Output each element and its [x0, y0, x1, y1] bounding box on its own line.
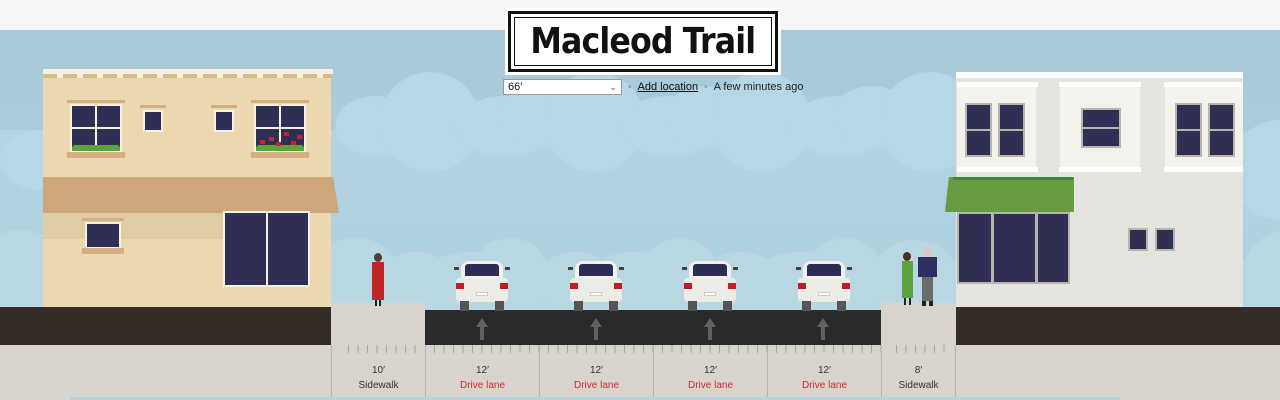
car: [454, 261, 510, 311]
ledge: [1059, 82, 1141, 87]
left-awning: [43, 177, 339, 213]
segment-label[interactable]: Drive lane: [459, 380, 506, 391]
left-building-dentil: [43, 74, 332, 78]
flower: [269, 137, 274, 141]
ledge: [957, 167, 1038, 172]
segment-sidewalk-left[interactable]: 10′ Sidewalk: [331, 345, 425, 400]
street-name-sign[interactable]: Macleod Trail: [508, 11, 778, 72]
straight-arrow-icon: [817, 318, 829, 340]
window: [965, 103, 992, 157]
segment-label[interactable]: Drive lane: [573, 380, 620, 391]
segment-label[interactable]: Sidewalk: [358, 380, 399, 391]
segment-drive-lane-2[interactable]: 12′ Drive lane: [539, 345, 653, 400]
window: [85, 222, 121, 249]
chevron-down-icon: ⌄: [609, 82, 617, 92]
window-sill: [82, 248, 124, 254]
window: [1175, 103, 1202, 157]
segment-info-bar: [0, 345, 1280, 400]
flower: [291, 141, 296, 145]
segment-drive-lane-3[interactable]: 12′ Drive lane: [653, 345, 767, 400]
segment-label[interactable]: Drive lane: [801, 380, 848, 391]
window: [1155, 228, 1175, 251]
left-lot-ground: [0, 307, 331, 345]
segment-width[interactable]: 12′: [590, 365, 603, 376]
pedestrian: [369, 253, 387, 307]
awning-shadow: [43, 213, 223, 239]
cloud: [870, 240, 960, 315]
ledge: [1059, 167, 1141, 172]
flower: [284, 132, 289, 136]
segment-width[interactable]: 12′: [476, 365, 489, 376]
window: [1081, 108, 1121, 148]
window: [70, 104, 122, 152]
flower: [297, 135, 302, 139]
storefront-window: [223, 211, 310, 287]
right-lot-ground: [956, 307, 1280, 345]
right-awning: [945, 177, 1074, 212]
segment-width[interactable]: 10′: [372, 365, 385, 376]
right-building-cornice: [956, 72, 1243, 78]
window-box: [251, 152, 309, 158]
pedestrian: [916, 248, 938, 307]
segment-width[interactable]: 12′: [818, 365, 831, 376]
roadway: [425, 310, 881, 345]
window: [998, 103, 1025, 157]
add-location-link[interactable]: Add location: [637, 81, 699, 93]
ledge: [1164, 167, 1243, 172]
window-lintel: [82, 218, 124, 221]
segment-drive-lane-4[interactable]: 12′ Drive lane: [767, 345, 881, 400]
window-plants: [72, 145, 120, 151]
separator-dot: •: [628, 81, 632, 93]
pedestrian: [900, 252, 915, 307]
window-lintel: [251, 100, 309, 103]
window: [214, 110, 234, 132]
separator-dot: •: [704, 81, 708, 93]
window-lintel: [140, 105, 166, 108]
sidewalk-right[interactable]: [881, 303, 956, 345]
window: [1128, 228, 1148, 251]
segment-width[interactable]: 12′: [704, 365, 717, 376]
car: [682, 261, 738, 311]
window-lintel: [211, 105, 237, 108]
window: [143, 110, 163, 132]
last-saved-time: A few minutes ago: [713, 81, 804, 93]
window-lintel: [67, 100, 125, 103]
straight-arrow-icon: [476, 318, 488, 340]
window-box: [67, 152, 125, 158]
car: [796, 261, 852, 311]
segment-drive-lane-1[interactable]: 12′ Drive lane: [425, 345, 539, 400]
street-width-value: 66′: [508, 81, 523, 93]
ledge: [957, 82, 1038, 87]
palette-strip: [70, 397, 1120, 400]
flower: [276, 142, 281, 146]
segment-sidewalk-right[interactable]: 8′ Sidewalk: [881, 345, 956, 400]
street-name[interactable]: Macleod Trail: [530, 21, 757, 62]
window-plants: [256, 145, 304, 151]
street-width-select[interactable]: 66′ ⌄: [503, 79, 622, 95]
segment-label[interactable]: Drive lane: [687, 380, 734, 391]
window: [1208, 103, 1235, 157]
straight-arrow-icon: [704, 318, 716, 340]
segment-label[interactable]: Sidewalk: [898, 380, 939, 391]
car: [568, 261, 624, 311]
segment-width[interactable]: 8′: [914, 365, 923, 376]
storefront-window: [957, 212, 1070, 284]
street-metadata: 66′ ⌄ • Add location • A few minutes ago: [503, 79, 803, 95]
ledge: [1164, 82, 1243, 87]
left-building-cornice: [43, 69, 333, 74]
awning-trim: [953, 177, 1073, 180]
sidewalk-left[interactable]: [331, 303, 425, 345]
flower: [260, 140, 265, 144]
straight-arrow-icon: [590, 318, 602, 340]
